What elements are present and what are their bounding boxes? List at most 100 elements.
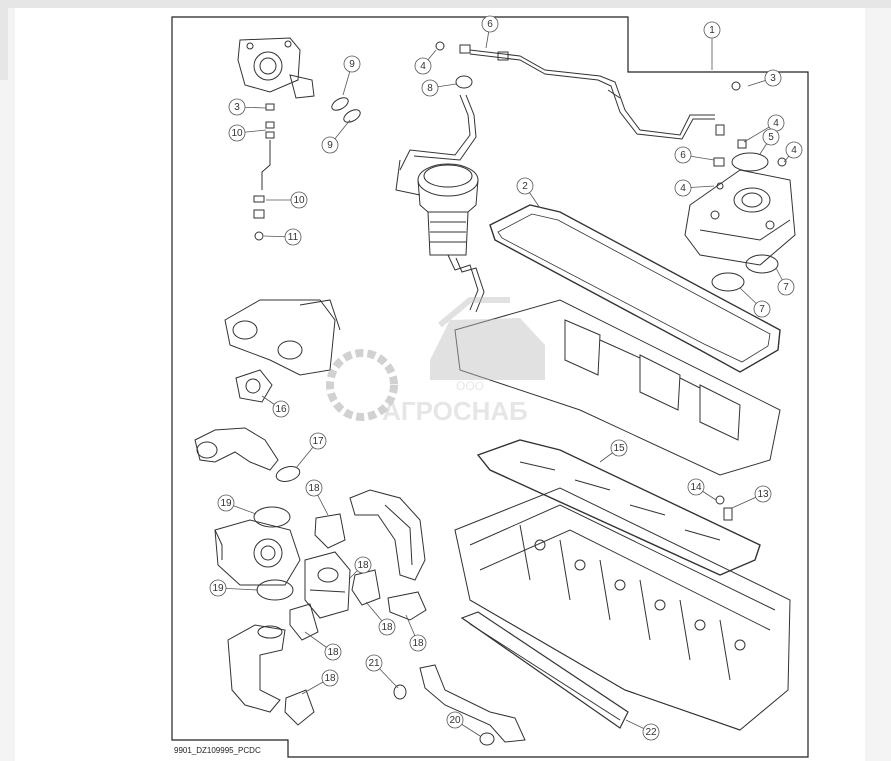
callout-circle — [321, 136, 339, 154]
callout-circle — [272, 400, 290, 418]
flange-gasket-part — [284, 689, 315, 726]
callout-circle — [674, 146, 692, 164]
manifold-gasket-part — [460, 611, 629, 729]
callout-label: 4 — [773, 118, 779, 129]
callout-label: 15 — [613, 443, 625, 454]
callout-circle — [777, 278, 795, 296]
callout-label: 20 — [449, 715, 461, 726]
callout-circle — [610, 439, 628, 457]
callout-circle — [481, 15, 499, 33]
callout-label: 18 — [324, 673, 336, 684]
callout-label: 18 — [308, 483, 320, 494]
callout-label: 19 — [220, 498, 232, 509]
filter-housing-part — [395, 94, 485, 313]
callout-label: 13 — [757, 489, 769, 500]
callout-label: 16 — [275, 404, 287, 415]
callout-circle — [703, 21, 721, 39]
callout-circle — [642, 723, 660, 741]
callout-label: 6 — [680, 150, 686, 161]
housing-right-part — [684, 169, 796, 266]
o-ring-part — [731, 152, 769, 172]
drawing-code: 9901_DZ109995_PCDC — [174, 746, 261, 755]
cylinder-head-part — [454, 487, 791, 731]
callout-circle — [785, 141, 803, 159]
callout-label: 14 — [690, 482, 702, 493]
seal-ring-part — [455, 75, 473, 89]
callout-circle — [228, 98, 246, 116]
callout-circle — [754, 485, 772, 503]
callout-circle — [284, 228, 302, 246]
callout-circle — [753, 300, 771, 318]
o-ring-part — [745, 254, 779, 274]
top-border-strip — [0, 0, 891, 8]
flange-gasket-part — [314, 513, 346, 549]
callout-circle — [446, 711, 464, 729]
callout-circle — [354, 556, 372, 574]
callout-label: 3 — [234, 102, 240, 113]
o-ring-part — [253, 506, 291, 528]
callout-circle — [762, 128, 780, 146]
o-ring-part — [256, 579, 294, 601]
callout-circle — [674, 179, 692, 197]
callout-label: 4 — [791, 145, 797, 156]
o-ring-part — [275, 466, 301, 482]
callout-circle — [343, 55, 361, 73]
callout-circle — [378, 618, 396, 636]
callout-label: 19 — [212, 583, 224, 594]
diagram-page — [15, 8, 865, 761]
callout-label: 4 — [420, 61, 426, 72]
flange-gasket-part — [351, 569, 381, 606]
callout-label: 9 — [349, 59, 355, 70]
o-ring-part — [343, 109, 361, 123]
callout-circle — [687, 478, 705, 496]
callout-circle — [321, 669, 339, 687]
pump-part — [304, 551, 351, 619]
egr-valve-part — [214, 519, 301, 586]
callout-circle — [228, 124, 246, 142]
diagram-frame — [171, 16, 809, 758]
callout-label: 22 — [645, 727, 657, 738]
lower-elbow-part — [227, 624, 286, 713]
callout-circle — [290, 191, 308, 209]
callout-circle — [421, 79, 439, 97]
callout-circle — [409, 634, 427, 652]
throttle-valve-part — [237, 37, 315, 99]
callout-label: 7 — [759, 304, 765, 315]
callout-circle — [324, 643, 342, 661]
callout-circle — [414, 57, 432, 75]
flange-gasket-part — [289, 603, 319, 641]
callout-label: 5 — [768, 132, 774, 143]
return-pipe-part — [393, 664, 526, 746]
flange-gasket-part — [387, 591, 427, 621]
watermark-prefix: ООО — [456, 379, 484, 393]
manifold-left-part — [224, 299, 341, 376]
callout-label: 8 — [427, 83, 433, 94]
o-ring-part — [711, 272, 745, 292]
callout-circle — [365, 654, 383, 672]
watermark-logo: ООО АГРОСНАБ — [326, 297, 545, 426]
callout-label: 7 — [783, 282, 789, 293]
callout-label: 21 — [368, 658, 380, 669]
callout-label: 11 — [288, 232, 299, 243]
left-border-strip — [0, 8, 8, 80]
watermark-name: АГРОСНАБ — [382, 396, 528, 426]
cooler-pipe-part — [349, 489, 426, 581]
callout-label: 10 — [231, 128, 243, 139]
o-ring-part — [331, 97, 349, 111]
callout-circle — [209, 579, 227, 597]
elbow-pipe-part — [194, 427, 279, 471]
callout-label: 6 — [487, 19, 493, 30]
callout-label: 18 — [381, 622, 393, 633]
head-gasket-part — [476, 439, 761, 576]
callout-label: 17 — [312, 436, 324, 447]
flange-gasket-part — [235, 369, 273, 403]
callout-circle — [305, 479, 323, 497]
callout-circle — [217, 494, 235, 512]
callout-label: 18 — [412, 638, 424, 649]
pipe-line-top — [435, 41, 715, 140]
valve-cover-part — [454, 299, 781, 476]
callout-circle — [309, 432, 327, 450]
callout-circle — [764, 69, 782, 87]
callout-circle — [516, 177, 534, 195]
